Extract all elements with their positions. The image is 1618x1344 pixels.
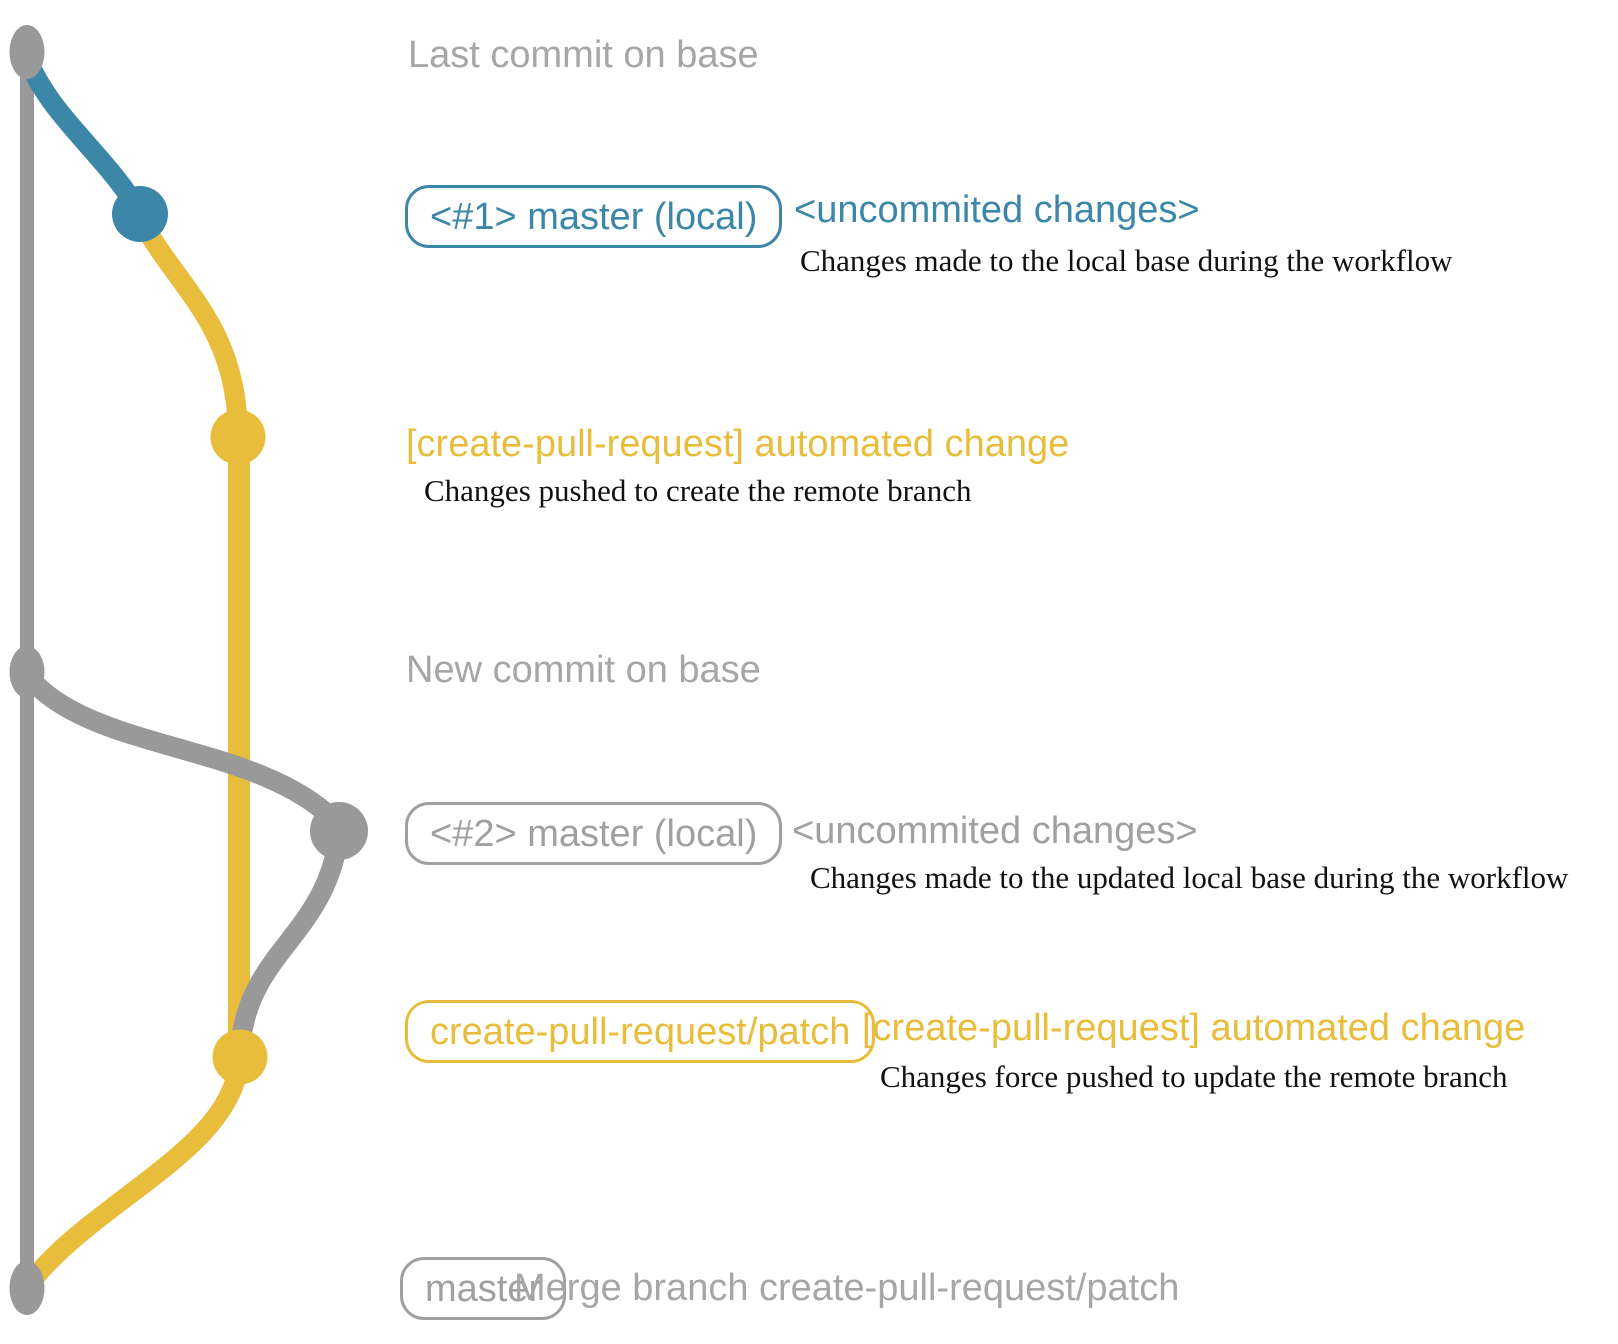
label-automated-change-2: [create-pull-request] automated change: [862, 1007, 1526, 1049]
commit-graph: [9, 25, 368, 1315]
branch-base-update-curve-in: [231, 832, 348, 1050]
desc-automated-change-2: Changes force pushed to update the remot…: [880, 1059, 1508, 1094]
branch-remote-merge-curve: [20, 1052, 249, 1293]
badge-create-pull-request-patch: create-pull-request/patch: [405, 1000, 876, 1063]
commit-node-local-2: [310, 802, 368, 860]
label-new-commit-on-base: New commit on base: [406, 649, 761, 691]
commit-node-remote-2: [212, 1029, 268, 1085]
label-automated-change-1: [create-pull-request] automated change: [406, 423, 1070, 465]
badge-master-local-2: <#2> master (local): [405, 802, 783, 865]
commit-node-merge: [9, 1261, 45, 1315]
note-uncommited-changes-2: <uncommited changes>: [792, 810, 1198, 852]
commit-node-base-last: [9, 25, 45, 79]
badge-master-local-1: <#1> master (local): [405, 185, 783, 248]
badge-master: master: [400, 1257, 567, 1320]
label-merge-branch: Merge branch create-pull-request/patch: [514, 1267, 1180, 1309]
commit-node-local-1: [112, 186, 168, 242]
branch-base-update-curve-out: [18, 666, 344, 830]
desc-local-changes-2: Changes made to the updated local base d…: [810, 860, 1569, 895]
desc-local-changes-1: Changes made to the local base during th…: [800, 243, 1453, 278]
label-last-commit-on-base: Last commit on base: [408, 34, 759, 76]
branch-local-curve: [17, 48, 146, 216]
branch-remote-curve-out: [132, 212, 248, 440]
commit-node-base-new: [9, 646, 45, 698]
note-uncommited-changes-1: <uncommited changes>: [794, 189, 1200, 231]
commit-node-remote-1: [210, 409, 266, 465]
desc-automated-change-1: Changes pushed to create the remote bran…: [424, 473, 972, 508]
